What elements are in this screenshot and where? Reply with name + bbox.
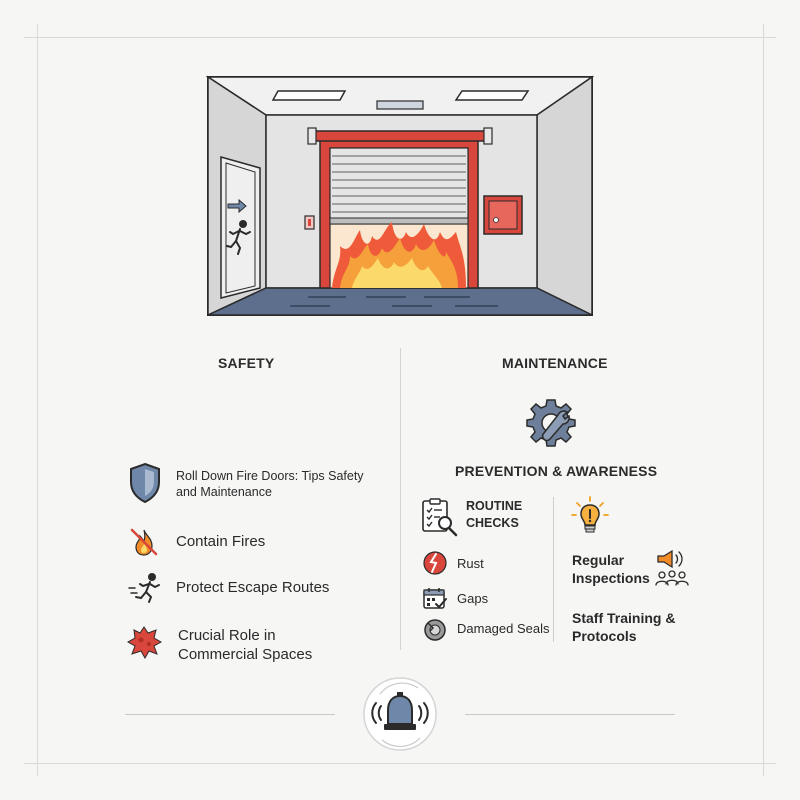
calendar-check-icon [423, 588, 447, 609]
bottom-right-rule [465, 714, 675, 715]
regular-inspections-label: Regular Inspections [572, 552, 650, 586]
routine-checks-label: ROUTINE CHECKS [466, 499, 523, 530]
rust-label: Rust [457, 556, 484, 571]
safety-item-escape-routes: Protect Escape Routes [176, 579, 330, 596]
rust-icon [423, 551, 447, 575]
no-fire-icon [130, 528, 158, 556]
frame-bottom-line [24, 763, 776, 764]
safety-item-title: Roll Down Fire Doors: Tips Safety and Ma… [176, 469, 364, 499]
lightbulb-icon [571, 496, 609, 533]
megaphone-team-icon [655, 549, 689, 586]
shield-icon [130, 462, 160, 504]
frame-left-line [37, 24, 38, 776]
maintenance-header: MAINTENANCE [502, 355, 608, 371]
column-divider [400, 348, 401, 650]
broken-seal-icon [424, 619, 446, 641]
checklist-magnifier-icon [422, 498, 458, 537]
safety-header: SAFETY [218, 355, 275, 371]
maintenance-inner-divider [553, 497, 554, 642]
safety-item-crucial-role: Crucial Role in Commercial Spaces [178, 627, 313, 663]
maintenance-subheader: PREVENTION & AWARENESS [455, 463, 658, 479]
staff-training-label: Staff Training & Protocols [572, 610, 676, 644]
frame-top-line [24, 37, 776, 38]
fire-door-room-illustration [205, 75, 595, 317]
running-person-icon [128, 573, 160, 603]
bottom-left-rule [125, 714, 335, 715]
gaps-label: Gaps [457, 591, 489, 606]
damaged-seals-label: Damaged Seals [457, 621, 550, 636]
fire-splash-icon [126, 626, 163, 660]
safety-item-contain-fires: Contain Fires [176, 533, 266, 550]
frame-right-line [763, 24, 764, 776]
alarm-bell-icon [363, 677, 437, 751]
gear-wrench-icon [526, 399, 576, 447]
